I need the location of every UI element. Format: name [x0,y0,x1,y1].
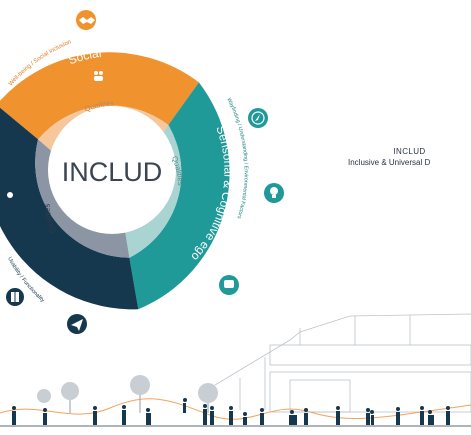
segment-physical [0,107,139,310]
compass-icon [248,108,268,128]
people-silhouettes [12,398,450,425]
speech-icon [219,275,239,295]
handshake-icon [76,10,96,30]
wheelchair-icon [7,192,13,198]
paper-plane-icon [67,314,87,334]
brand-subtitle: Inclusive & Universal D [348,158,431,167]
segment-social [0,52,199,140]
wheel-center [48,106,176,234]
center-label: INCLUD [62,157,163,187]
building-outline [214,313,471,413]
people-icon [94,71,103,81]
brand-title: INCLUD [393,147,426,156]
brand-block: INCLUD Inclusive & Universal D [348,147,471,167]
trees [37,375,218,413]
lightbulb-icon [264,183,284,203]
building-icon [6,288,24,306]
segment-sensorial [129,82,230,310]
street-scene [0,313,471,427]
inclusion-wheel: INCLUD Social Sensorial & Cognitive ego … [0,0,284,334]
